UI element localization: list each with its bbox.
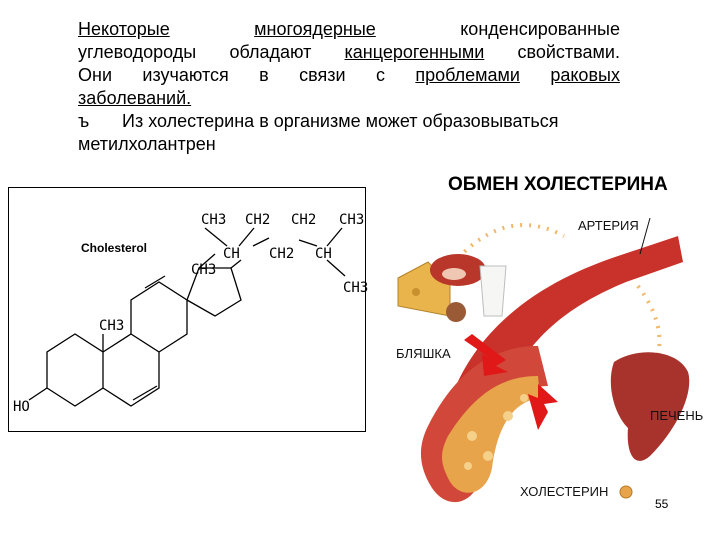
plaque-arrow-icon bbox=[528, 384, 558, 430]
label-ch: CH bbox=[223, 246, 240, 262]
label-ho: HO bbox=[13, 399, 30, 415]
artery-pointer bbox=[639, 217, 651, 255]
cheese-hole bbox=[412, 288, 420, 296]
cholesterol-droplet bbox=[464, 462, 472, 470]
word: с bbox=[375, 65, 385, 85]
text-line-2: углеводороды обладают канцерогенными сво… bbox=[78, 41, 620, 64]
word: свойствами. bbox=[517, 42, 620, 62]
label-ch3: CH3 bbox=[343, 280, 368, 296]
bullet-glyph: ъ bbox=[78, 111, 90, 131]
body-text: Некоторые многоядерные конденсированные … bbox=[78, 18, 620, 156]
egg-icon bbox=[446, 302, 466, 322]
label-plaque: БЛЯШКА bbox=[396, 346, 451, 361]
word: обладают bbox=[229, 42, 312, 62]
molecule-name: Cholesterol bbox=[81, 241, 147, 255]
label-artery: АРТЕРИЯ bbox=[578, 218, 639, 233]
skeleton-bonds bbox=[28, 227, 346, 407]
sentence: Из холестерина в организме может образов… bbox=[122, 111, 559, 131]
label-ch2: CH2 bbox=[291, 212, 316, 228]
link-multinuclear[interactable]: многоядерные bbox=[254, 19, 376, 39]
link-problems[interactable]: проблемами bbox=[415, 65, 520, 85]
cholesterol-droplet bbox=[483, 451, 493, 461]
milk-glass-icon bbox=[479, 265, 507, 317]
cholesterol-droplet bbox=[467, 431, 477, 441]
sentence: метилхолантрен bbox=[78, 134, 216, 154]
text-line-5: ъ Из холестерина в организме может образ… bbox=[78, 110, 620, 133]
text-line-3: Они изучаются в связи с проблемами раков… bbox=[78, 64, 620, 87]
label-cholesterol: ХОЛЕСТЕРИН bbox=[520, 484, 608, 499]
word: в bbox=[259, 65, 269, 85]
flow-arc-food bbox=[456, 223, 565, 260]
infographic-svg: ОБМЕН ХОЛЕСТЕРИНА АРТЕРИЯ БЛЯШКА ПЕЧЕНЬ … bbox=[396, 174, 703, 503]
link-cancer[interactable]: раковых bbox=[550, 65, 620, 85]
page-number: 55 bbox=[655, 497, 669, 511]
word: конденсированные bbox=[460, 19, 620, 39]
label-liver: ПЕЧЕНЬ bbox=[650, 408, 703, 423]
cholesterol-droplet bbox=[503, 411, 513, 421]
label-ch3: CH3 bbox=[99, 318, 124, 334]
label-ch2: CH2 bbox=[245, 212, 270, 228]
word: связи bbox=[299, 65, 346, 85]
cholesterol-structure: Cholesterol CH3 CH2 CH2 CH3 CH CH2 CH CH… bbox=[8, 187, 368, 432]
flow-arc-liver bbox=[636, 284, 662, 363]
text-line-4: заболеваний. bbox=[78, 87, 620, 110]
label-ch: CH bbox=[315, 246, 332, 262]
cholesterol-droplet bbox=[520, 394, 528, 402]
label-ch3: CH3 bbox=[339, 212, 364, 228]
liver-icon bbox=[610, 352, 690, 461]
label-ch3: CH3 bbox=[201, 212, 226, 228]
structure-diagram: Cholesterol CH3 CH2 CH2 CH3 CH CH2 CH CH… bbox=[13, 212, 368, 415]
infographic-title: ОБМЕН ХОЛЕСТЕРИНА bbox=[448, 174, 668, 195]
link-some[interactable]: Некоторые bbox=[78, 19, 170, 39]
label-ch3: CH3 bbox=[191, 262, 216, 278]
cholesterol-legend-dot bbox=[619, 485, 633, 499]
text-line-6: метилхолантрен bbox=[78, 133, 620, 156]
cholesterol-metabolism-infographic: ОБМЕН ХОЛЕСТЕРИНА АРТЕРИЯ БЛЯШКА ПЕЧЕНЬ … bbox=[388, 166, 703, 531]
word: углеводороды bbox=[78, 42, 197, 62]
text-line-1: Некоторые многоядерные конденсированные bbox=[78, 18, 620, 41]
link-diseases[interactable]: заболеваний. bbox=[78, 88, 192, 108]
link-carcinogenic[interactable]: канцерогенными bbox=[344, 42, 485, 62]
label-ch2: CH2 bbox=[269, 246, 294, 262]
word: Они bbox=[78, 65, 112, 85]
word: изучаются bbox=[142, 65, 229, 85]
meat-fat bbox=[442, 268, 466, 280]
plaque-arrow-icon bbox=[464, 334, 508, 376]
